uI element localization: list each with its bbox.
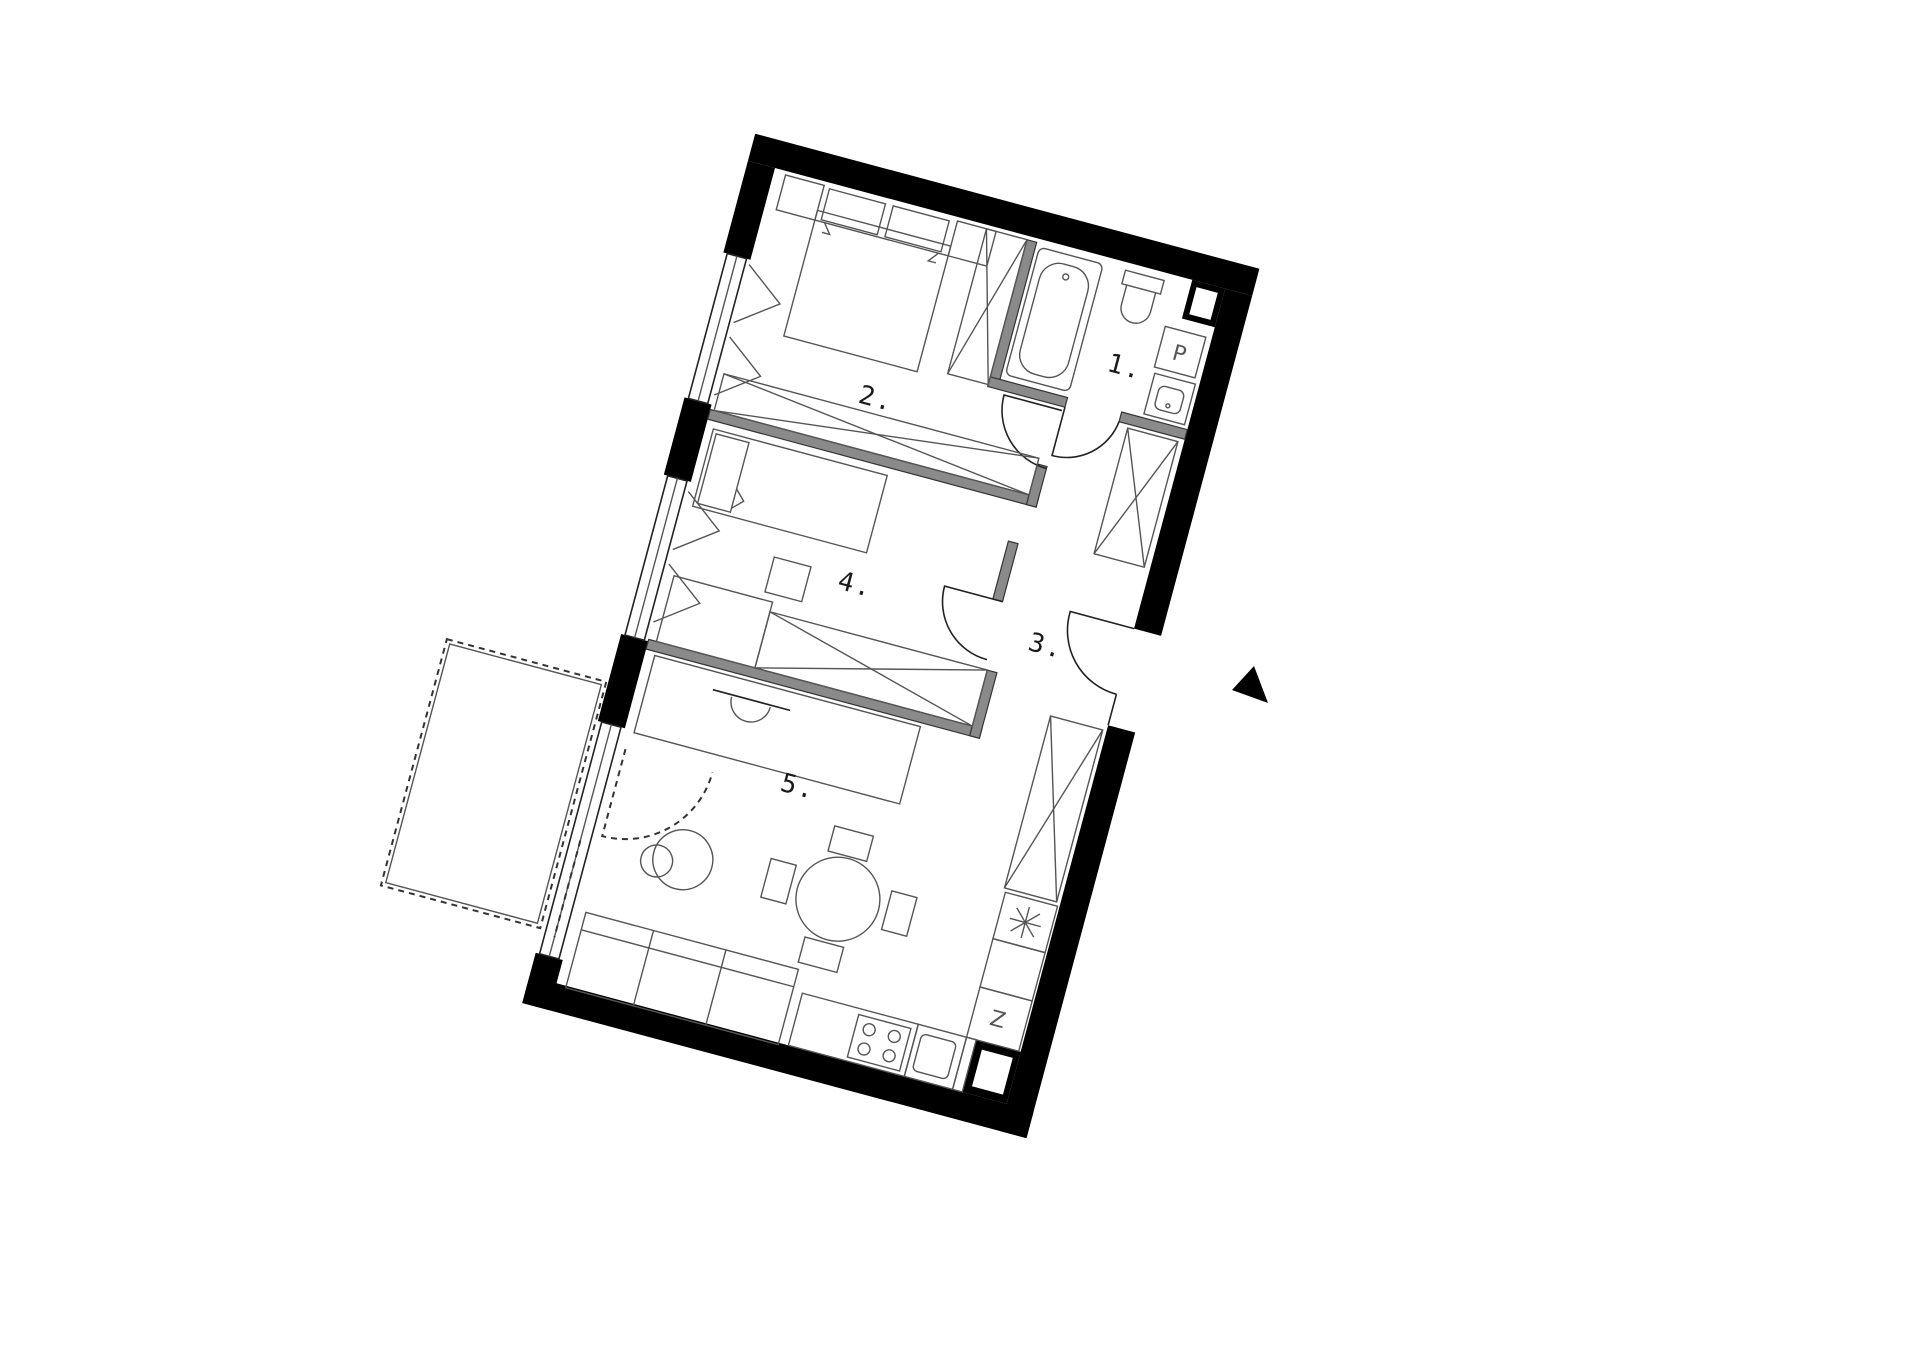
nightstand-left: [775, 174, 826, 221]
balcony: [379, 637, 608, 930]
outer-walls: [522, 133, 1260, 1139]
sofa: [564, 911, 800, 1046]
wall-right-lower: [999, 725, 1136, 1139]
wall-left-4: [522, 952, 563, 1011]
double-bed: [782, 209, 952, 373]
balcony-outline: [379, 637, 608, 930]
kitchen-counter-bottom: [787, 992, 920, 1078]
bathtub: [1006, 247, 1103, 392]
windows: [538, 252, 782, 961]
single-bed: [691, 428, 889, 554]
fridge-symbol: Z: [987, 1006, 1008, 1034]
cooktop-icon: [846, 1013, 912, 1072]
nightstand-right: [947, 220, 997, 268]
dining-chair-4: [759, 857, 798, 905]
door-bathroom: [1051, 406, 1120, 459]
apartment: P 2.: [379, 133, 1260, 1139]
toilet: [1120, 284, 1157, 324]
door-entrance: [1066, 610, 1135, 696]
dining-chair-2: [880, 890, 918, 938]
wardrobe-bedroom: [946, 227, 1028, 386]
dining-chair-3: [797, 936, 845, 974]
room-label-4: 4.: [835, 566, 877, 604]
door-room-4: [941, 585, 1003, 661]
extractor-icon: [1009, 906, 1041, 939]
bathroom: P: [1006, 247, 1207, 426]
wardrobe-room-4: [754, 610, 989, 727]
living-room: Z 5.: [564, 654, 1059, 1093]
desk-chair: [764, 556, 812, 603]
fridge: [965, 986, 1034, 1053]
washbasin: [1143, 372, 1197, 426]
wall-left-2: [663, 397, 712, 482]
room-label-3: 3.: [1025, 627, 1067, 665]
wardrobe-bedroom-long: [713, 372, 1040, 496]
dining-chair-1: [827, 825, 875, 863]
wardrobe-hall-lower: [1003, 715, 1104, 903]
wardrobe-hall-upper: [1093, 427, 1179, 569]
partitions: [645, 238, 1189, 740]
doors: [941, 394, 1135, 726]
room-label-5: 5.: [777, 768, 819, 806]
wall-left-3: [597, 634, 649, 729]
washer-symbol: P: [1170, 341, 1189, 369]
toilet-tank: [1121, 269, 1165, 295]
coffee-table: [652, 829, 714, 891]
tv-cabinet: [633, 654, 922, 805]
wall-bottom: [522, 975, 1034, 1139]
wall-room4-living: [645, 638, 983, 740]
wall-left-1: [723, 160, 775, 260]
tv: [712, 688, 791, 712]
kitchen-counter: [979, 937, 1046, 1002]
entrance-arrow-icon: [1232, 666, 1268, 703]
room-label-2: 2.: [855, 380, 897, 418]
wall-top: [747, 133, 1260, 296]
washing-machine: [1153, 325, 1207, 379]
door-bedroom: [1001, 394, 1063, 470]
dining-table: [795, 856, 881, 942]
balcony-door-swing: [600, 748, 714, 841]
bath-wall-bottom: [986, 376, 1069, 408]
wall-right-upper: [1134, 288, 1253, 636]
wall-bedroom-room4: [706, 408, 1040, 508]
room-label-1: 1.: [1104, 348, 1146, 386]
